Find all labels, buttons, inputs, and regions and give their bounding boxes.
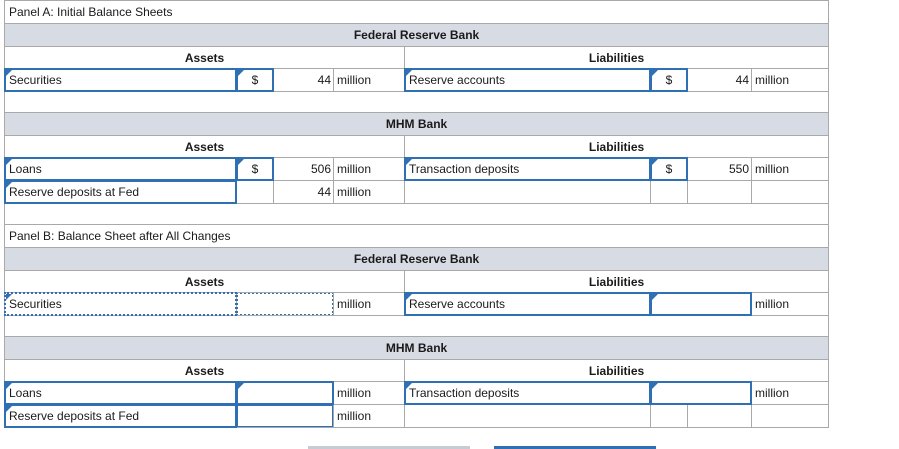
panel-a-title: Panel A: Initial Balance Sheets [3, 0, 830, 24]
balance-sheet-table: Panel A: Initial Balance Sheets Federal … [3, 0, 830, 428]
mhm-loans-label: Loans [9, 162, 42, 176]
mhm-reserve-deposits-label-b: Reserve deposits at Fed [9, 409, 140, 423]
mhm-transaction-deposits-label-cell[interactable]: Transaction deposits [404, 157, 651, 181]
empty-cell [750, 180, 830, 204]
empty-cell [650, 180, 688, 204]
unit-label: million [333, 68, 405, 92]
dropdown-corner-icon [652, 383, 658, 389]
unit-label: million [750, 157, 830, 181]
scroll-indicator-right [494, 446, 656, 449]
empty-cell [750, 404, 830, 428]
mhm-reserve-deposits-value: 44 [273, 180, 334, 204]
mhm-reserve-deposits-label: Reserve deposits at Fed [9, 185, 140, 199]
row-spacer [3, 91, 830, 113]
fed-securities-label-cell-b[interactable]: Securities [4, 292, 237, 316]
mhm-loans-input-b[interactable] [236, 381, 334, 405]
mhm-bank-header-b: MHM Bank [3, 336, 830, 360]
mhm-reserve-deposits-label-cell-b[interactable]: Reserve deposits at Fed [4, 404, 237, 428]
dropdown-corner-icon [6, 70, 12, 76]
fed-reserve-accounts-label-b: Reserve accounts [409, 297, 506, 311]
dollar-sign: $ [251, 162, 259, 176]
dropdown-corner-icon [6, 159, 12, 165]
empty-cell [404, 180, 651, 204]
fed-reserve-dollar-cell[interactable]: $ [650, 68, 688, 92]
mhm-reserve-deposits-input-b[interactable] [236, 404, 334, 428]
fed-securities-input-b[interactable] [236, 292, 334, 316]
dropdown-corner-icon [406, 159, 412, 165]
liabilities-header: Liabilities [403, 270, 830, 293]
fed-reserve-accounts-value: 44 [687, 68, 752, 92]
panel-b-title: Panel B: Balance Sheet after All Changes [3, 224, 830, 248]
mhm-loans-dollar-cell[interactable]: $ [236, 157, 274, 181]
dropdown-corner-icon [6, 294, 12, 300]
assets-header: Assets [4, 270, 405, 293]
fed-bank-header-b: Federal Reserve Bank [3, 247, 830, 271]
mhm-deposits-dollar-cell[interactable]: $ [650, 157, 688, 181]
liabilities-header: Liabilities [403, 46, 830, 69]
dollar-sign: $ [665, 162, 673, 176]
dropdown-corner-icon [238, 159, 244, 165]
empty-cell [687, 404, 752, 428]
unit-label: million [750, 381, 830, 405]
dropdown-corner-icon [6, 383, 12, 389]
empty-cell [650, 404, 688, 428]
unit-label: million [333, 180, 405, 204]
empty-cell [236, 180, 274, 204]
row-spacer [3, 315, 830, 337]
fed-reserve-accounts-input-b[interactable] [650, 292, 752, 316]
mhm-loans-label-cell[interactable]: Loans [4, 157, 237, 181]
fed-reserve-accounts-label-cell-b[interactable]: Reserve accounts [404, 292, 651, 316]
mhm-transaction-deposits-label-b: Transaction deposits [409, 386, 520, 400]
liabilities-header: Liabilities [403, 359, 830, 382]
dropdown-corner-icon [652, 294, 658, 300]
unit-label: million [333, 404, 405, 428]
dropdown-corner-icon [406, 294, 412, 300]
mhm-reserve-deposits-label-cell[interactable]: Reserve deposits at Fed [4, 180, 237, 204]
liabilities-header: Liabilities [403, 135, 830, 158]
row-spacer [3, 203, 830, 225]
dropdown-corner-icon [652, 159, 658, 165]
fed-securities-label-b: Securities [9, 297, 62, 311]
fed-bank-header: Federal Reserve Bank [3, 23, 830, 47]
dropdown-corner-icon [406, 383, 412, 389]
unit-label: million [333, 292, 405, 316]
mhm-bank-header: MHM Bank [3, 112, 830, 136]
assets-header: Assets [4, 359, 405, 382]
dropdown-corner-icon [6, 182, 12, 188]
mhm-loans-label-cell-b[interactable]: Loans [4, 381, 237, 405]
dropdown-corner-icon [238, 383, 244, 389]
mhm-transaction-deposits-input-b[interactable] [650, 381, 752, 405]
dropdown-corner-icon [406, 70, 412, 76]
assets-header: Assets [4, 135, 405, 158]
unit-label: million [750, 292, 830, 316]
fed-securities-dollar-cell[interactable]: $ [236, 68, 274, 92]
dropdown-corner-icon [6, 406, 12, 412]
unit-label: million [333, 157, 405, 181]
mhm-transaction-deposits-value: 550 [687, 157, 752, 181]
balance-sheet-worksheet: Panel A: Initial Balance Sheets Federal … [3, 0, 830, 428]
empty-cell [687, 180, 752, 204]
empty-cell [404, 404, 651, 428]
mhm-transaction-deposits-label: Transaction deposits [409, 162, 520, 176]
dropdown-corner-icon [652, 70, 658, 76]
fed-securities-label: Securities [9, 73, 62, 87]
fed-reserve-accounts-label: Reserve accounts [409, 73, 506, 87]
fed-reserve-accounts-label-cell[interactable]: Reserve accounts [404, 68, 651, 92]
unit-label: million [333, 381, 405, 405]
fed-securities-label-cell[interactable]: Securities [4, 68, 237, 92]
fed-securities-value: 44 [273, 68, 334, 92]
dollar-sign: $ [251, 73, 259, 87]
scroll-indicator-left [308, 446, 470, 449]
unit-label: million [750, 68, 830, 92]
assets-header: Assets [4, 46, 405, 69]
dropdown-corner-icon [238, 70, 244, 76]
dollar-sign: $ [665, 73, 673, 87]
mhm-transaction-deposits-label-cell-b[interactable]: Transaction deposits [404, 381, 651, 405]
mhm-loans-label-b: Loans [9, 386, 42, 400]
mhm-loans-value: 506 [273, 157, 334, 181]
